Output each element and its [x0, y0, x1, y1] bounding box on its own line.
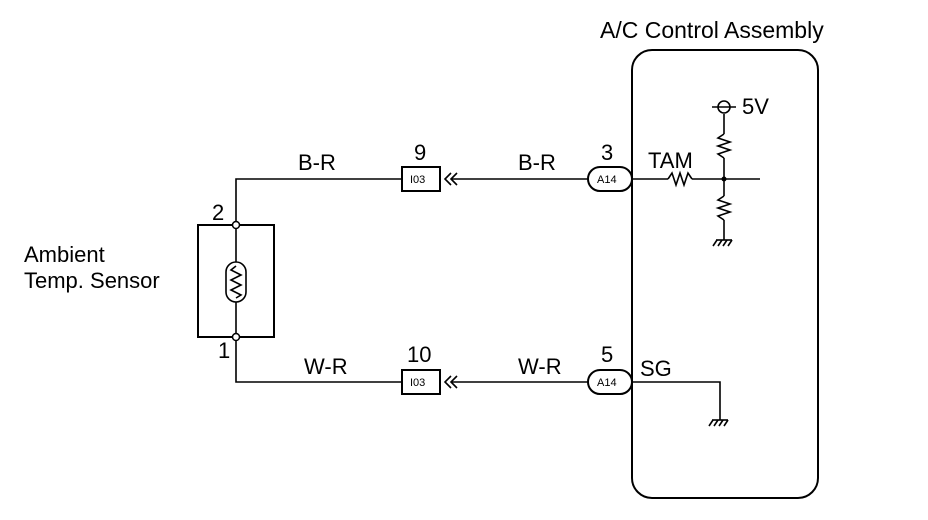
ambient-temp-sensor: [197, 220, 275, 342]
tam-internal-circuit: [632, 100, 760, 247]
chevron-left-icon: [443, 375, 452, 389]
connector-a14-pin5-label: A14: [597, 377, 617, 389]
sensor-pin-top-number: 2: [212, 200, 224, 225]
top-wire-left-color: B-R: [298, 150, 336, 175]
chevron-left-icon: [443, 172, 452, 186]
sensor-label-line2: Temp. Sensor: [24, 268, 160, 293]
sensor-pin-2-terminal: [231, 220, 241, 230]
ground-icon: [712, 239, 733, 247]
sensor-pin-bottom-number: 1: [218, 338, 230, 363]
bottom-wire-left: [235, 341, 402, 383]
tam-signal-label: TAM: [648, 148, 693, 173]
junction-pin-bottom-number: 10: [407, 342, 431, 367]
pin-5-number: 5: [601, 342, 613, 367]
thermistor-icon: [225, 261, 247, 303]
top-wire-left: [235, 178, 402, 221]
control-assembly-box: [631, 49, 819, 499]
top-wire-right-color: B-R: [518, 150, 556, 175]
sg-signal-label: SG: [640, 356, 672, 381]
sensor-label-line1: Ambient: [24, 242, 105, 267]
junction-connector-top-label: I03: [410, 174, 425, 186]
sg-internal-circuit: [632, 381, 729, 427]
junction-connector-bottom: [401, 369, 441, 395]
control-assembly-title: A/C Control Assembly: [600, 17, 824, 43]
ground-icon: [708, 419, 729, 427]
bottom-wire-right-color: W-R: [518, 354, 562, 379]
junction-connector-bottom-label: I03: [410, 377, 425, 389]
sensor-pin-1-terminal: [231, 332, 241, 342]
junction-pin-top-number: 9: [414, 140, 426, 165]
supply-voltage-label: 5V: [742, 94, 769, 119]
connector-a14-pin3-label: A14: [597, 174, 617, 186]
bottom-wire-left-color: W-R: [304, 354, 348, 379]
junction-connector-top: [401, 166, 441, 192]
pin-3-number: 3: [601, 140, 613, 165]
